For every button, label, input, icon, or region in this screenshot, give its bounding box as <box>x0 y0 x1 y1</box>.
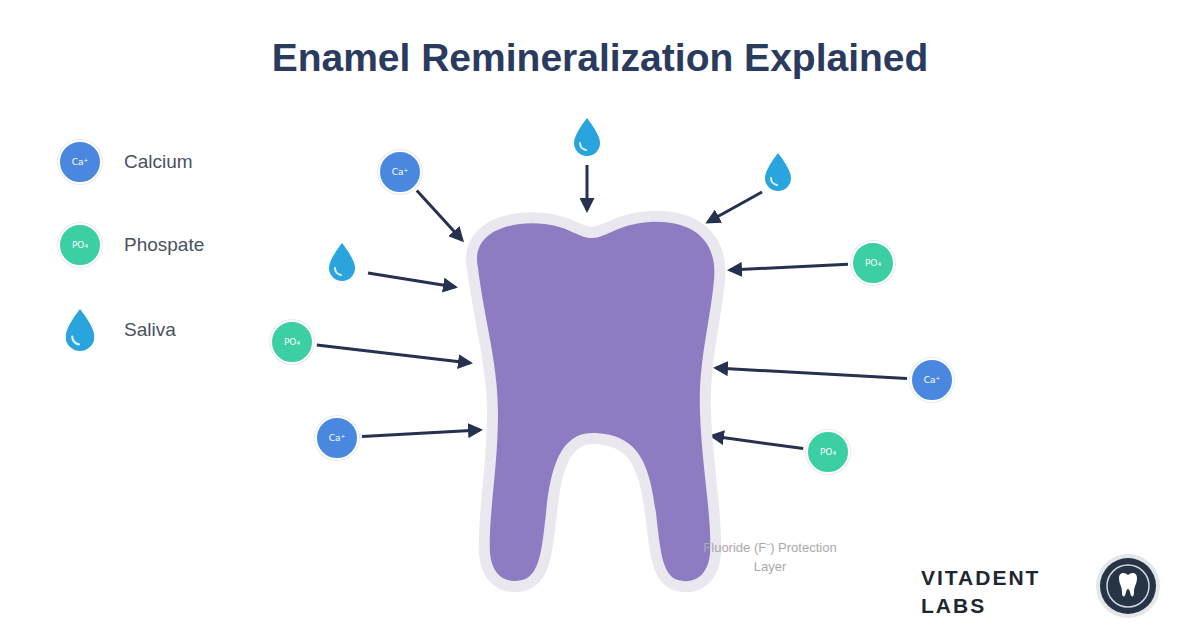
ion-arrow <box>730 264 848 270</box>
saliva-arrow <box>368 273 455 287</box>
tooth-outline <box>450 208 730 588</box>
ion-arrow <box>362 430 480 437</box>
ion-circle: PO₄ <box>270 320 314 364</box>
ion-arrow <box>417 191 462 241</box>
logo-badge <box>1096 554 1160 618</box>
saliva-drop <box>574 118 600 156</box>
ion-circle: Ca⁺ <box>378 150 422 194</box>
legend-row: PO₄ Phospate <box>58 222 204 268</box>
saliva-drop <box>329 243 355 281</box>
ion-arrow <box>317 345 470 363</box>
ion-symbol: PO₄ <box>865 258 881 268</box>
ion-arrow <box>716 368 907 379</box>
ion-symbol: PO₄ <box>284 337 300 347</box>
ion-symbol: Ca⁺ <box>924 375 941 385</box>
legend-row: Saliva <box>58 307 176 353</box>
tooth-node: Fluoride (F⁻) Protection Layer <box>450 208 730 588</box>
legend-text: Calcium <box>124 151 193 173</box>
diagram-title: Enamel Remineralization Explained <box>0 36 1200 80</box>
ion-symbol: Ca⁺ <box>72 157 89 167</box>
saliva-drop <box>65 309 95 351</box>
ion-circle: Ca⁺ <box>315 416 359 460</box>
saliva-arrow <box>708 192 762 222</box>
legend-swatch: PO₄ <box>58 223 102 267</box>
brand-name: VITADENT LABS <box>921 564 1071 620</box>
legend-text: Saliva <box>124 319 176 341</box>
saliva-arrow <box>586 165 589 210</box>
ion-arrow <box>712 436 803 449</box>
ion-circle: PO₄ <box>851 241 895 285</box>
ion-symbol: PO₄ <box>72 240 88 250</box>
legend-swatch: Ca⁺ <box>58 140 102 184</box>
ion-circle: Ca⁺ <box>910 358 954 402</box>
ion-symbol: Ca⁺ <box>329 433 346 443</box>
ion-symbol: PO₄ <box>820 447 836 457</box>
legend-text: Phospate <box>124 234 204 256</box>
ion-symbol: Ca⁺ <box>392 167 409 177</box>
saliva-drop <box>765 153 791 191</box>
layer-label: Fluoride (F⁻) Protection Layer <box>690 538 850 576</box>
ion-circle: PO₄ <box>806 430 850 474</box>
legend-row: Ca⁺ Calcium <box>58 139 193 185</box>
legend-drop <box>58 308 102 352</box>
